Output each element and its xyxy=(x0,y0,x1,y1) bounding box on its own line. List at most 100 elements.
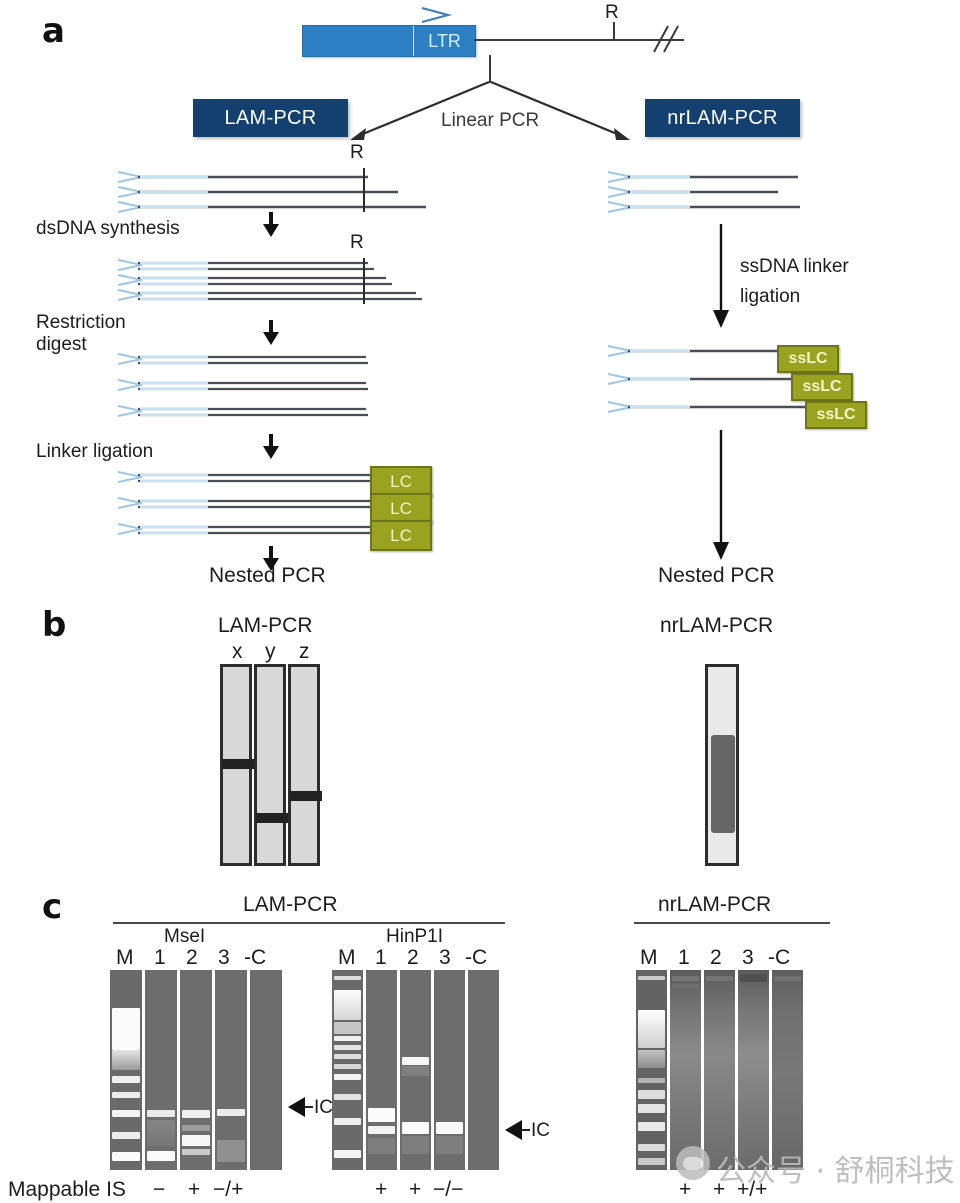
sequence-break-icon xyxy=(653,25,679,53)
panel-c-gel2-lane-1 xyxy=(366,970,397,1170)
split-arrows xyxy=(350,80,630,140)
panel-b-lane-label-z: z xyxy=(299,640,310,663)
down-arrow-2-icon xyxy=(263,320,279,345)
panel-b-left-title: LAM-PCR xyxy=(218,614,313,637)
panel-b-band-z xyxy=(290,791,322,801)
panel-c-gel3-lane-label-nc: -C xyxy=(768,946,791,969)
linear-pcr-label: Linear PCR xyxy=(441,110,540,131)
mappable-is-gel3-lane3: +/+ xyxy=(737,1178,768,1201)
step-label-restriction: Restriction xyxy=(36,312,126,333)
panel-c-gel1-lane-label-2: 2 xyxy=(186,946,198,969)
panel-b-band-y xyxy=(256,813,288,823)
panel-c-gel3-lane-label-m: M xyxy=(640,946,658,969)
panel-c-gel2-lane-label-1: 1 xyxy=(375,946,387,969)
panel-c-enzyme-label-msei: MseI xyxy=(164,926,206,947)
panel-c-gel3-lane-3 xyxy=(738,970,769,1170)
linker-cassette-box-3: LC xyxy=(370,520,432,551)
restriction-tick xyxy=(613,22,615,40)
strand-group-right-stage2 xyxy=(606,344,836,424)
panel-c-gel2-ic-tick xyxy=(522,1129,530,1131)
down-arrow-1-icon xyxy=(263,212,279,237)
step-label-ssdna-linker: ssDNA linker xyxy=(740,256,849,277)
panel-letter-b: b xyxy=(42,605,67,645)
strand-group-left-stage4 xyxy=(116,470,406,552)
strand-group-left-stage2: R xyxy=(116,232,436,312)
strand-group-left-stage3 xyxy=(116,352,396,430)
mappable-is-gel3-lane2: + xyxy=(713,1178,726,1201)
panel-c-rule-lam xyxy=(113,922,505,924)
panel-c-gel1-lane-nc xyxy=(250,970,282,1170)
panel-c-gel2-lane-label-2: 2 xyxy=(407,946,419,969)
split-stem xyxy=(489,55,491,83)
panel-c-gel3-lane-marker xyxy=(636,970,667,1170)
panel-c-group-title-lam: LAM-PCR xyxy=(243,893,338,916)
panel-c-gel3-lane-nc xyxy=(772,970,803,1170)
ltr-label: LTR xyxy=(413,26,475,56)
panel-c-gel1-lane-1 xyxy=(145,970,177,1170)
panel-c-gel2-lane-nc xyxy=(468,970,499,1170)
panel-c-gel2-lane-label-m: M xyxy=(338,946,356,969)
restriction-site-label: R xyxy=(605,2,619,23)
mappable-is-gel3-lane1: + xyxy=(679,1178,692,1201)
panel-c-gel1-lane-label-nc: -C xyxy=(244,946,267,969)
ltr-construct-bar: LTR xyxy=(302,25,476,57)
strand-group-left-stage1: R xyxy=(116,142,436,220)
panel-b-lane-z xyxy=(288,664,322,866)
panel-c-gel2-lane-marker xyxy=(332,970,363,1170)
mappable-is-gel1-lane2: + xyxy=(188,1178,201,1201)
panel-b-lane-nrlam xyxy=(705,664,739,866)
panel-c-footer-label: Mappable IS xyxy=(8,1178,126,1201)
panel-c-gel1-lane-label-1: 1 xyxy=(154,946,166,969)
panel-c-gel1-ic-label: IC xyxy=(314,1097,333,1118)
panel-c-gel1-lane-marker xyxy=(110,970,142,1170)
panel-c-gel3-lane-label-2: 2 xyxy=(710,946,722,969)
mappable-is-gel2-lane1: + xyxy=(375,1178,388,1201)
ss-linker-cassette-box-1: ssLC xyxy=(777,345,839,373)
strand-group-right-stage1 xyxy=(606,168,816,220)
down-arrow-ssdna-ligation-icon xyxy=(713,224,729,328)
panel-c-gel2-lane-3 xyxy=(434,970,465,1170)
panel-c-gel2-lane-label-nc: -C xyxy=(465,946,488,969)
panel-c-gel3-lane-label-1: 1 xyxy=(678,946,690,969)
panel-letter-a: a xyxy=(42,11,65,51)
panel-c-gel1-lane-3 xyxy=(215,970,247,1170)
down-arrow-nested-pcr-right-icon xyxy=(713,430,729,560)
panel-c-enzyme-label-hinp1i: HinP1I xyxy=(386,926,444,947)
panel-b-lane-label-y: y xyxy=(265,640,276,663)
panel-b-smear-nrlam xyxy=(711,735,735,833)
linker-cassette-box-2: LC xyxy=(370,493,432,524)
linker-cassette-box-1: LC xyxy=(370,466,432,497)
panel-c-gel1-ic-tick xyxy=(305,1106,313,1108)
panel-c-gel1-lane-2 xyxy=(180,970,212,1170)
step-label-nested-pcr-left: Nested PCR xyxy=(209,564,326,587)
panel-c-gel3-lane-label-3: 3 xyxy=(742,946,754,969)
step-label-dsdna-synthesis: dsDNA synthesis xyxy=(36,218,180,239)
panel-c-gel3-lane-2 xyxy=(704,970,735,1170)
wechat-icon xyxy=(676,1146,710,1180)
down-arrow-4-icon xyxy=(263,546,279,571)
panel-c-gel2-lane-label-3: 3 xyxy=(439,946,451,969)
panel-c-rule-nrlam xyxy=(634,922,830,924)
mappable-is-gel2-lane3: −/− xyxy=(433,1178,464,1201)
down-arrow-3-icon xyxy=(263,434,279,459)
panel-b-band-x xyxy=(222,759,254,769)
panel-c-gel2-lane-2 xyxy=(400,970,431,1170)
mappable-is-gel1-lane1: − xyxy=(153,1178,166,1201)
panel-c-gel1-lane-label-3: 3 xyxy=(218,946,230,969)
step-label-nested-pcr-right: Nested PCR xyxy=(658,564,775,587)
mappable-is-gel1-lane3: −/+ xyxy=(213,1178,244,1201)
step-label-linker-ligation: Linker ligation xyxy=(36,441,154,462)
panel-b-lane-y xyxy=(254,664,288,866)
panel-letter-c: c xyxy=(42,887,63,927)
panel-b-right-title: nrLAM-PCR xyxy=(660,614,774,637)
genomic-dna-line xyxy=(474,39,684,41)
restriction-site-label-stage1: R xyxy=(350,142,364,163)
panel-b-lane-x xyxy=(220,664,254,866)
step-label-ligation: ligation xyxy=(740,286,801,307)
panel-c-gel1-lane-label-m: M xyxy=(116,946,134,969)
method-box-nrlam-pcr: nrLAM-PCR xyxy=(645,99,800,137)
method-box-lam-pcr: LAM-PCR xyxy=(193,99,348,137)
panel-b-lane-label-x: x xyxy=(232,640,243,663)
ss-linker-cassette-box-2: ssLC xyxy=(791,373,853,401)
